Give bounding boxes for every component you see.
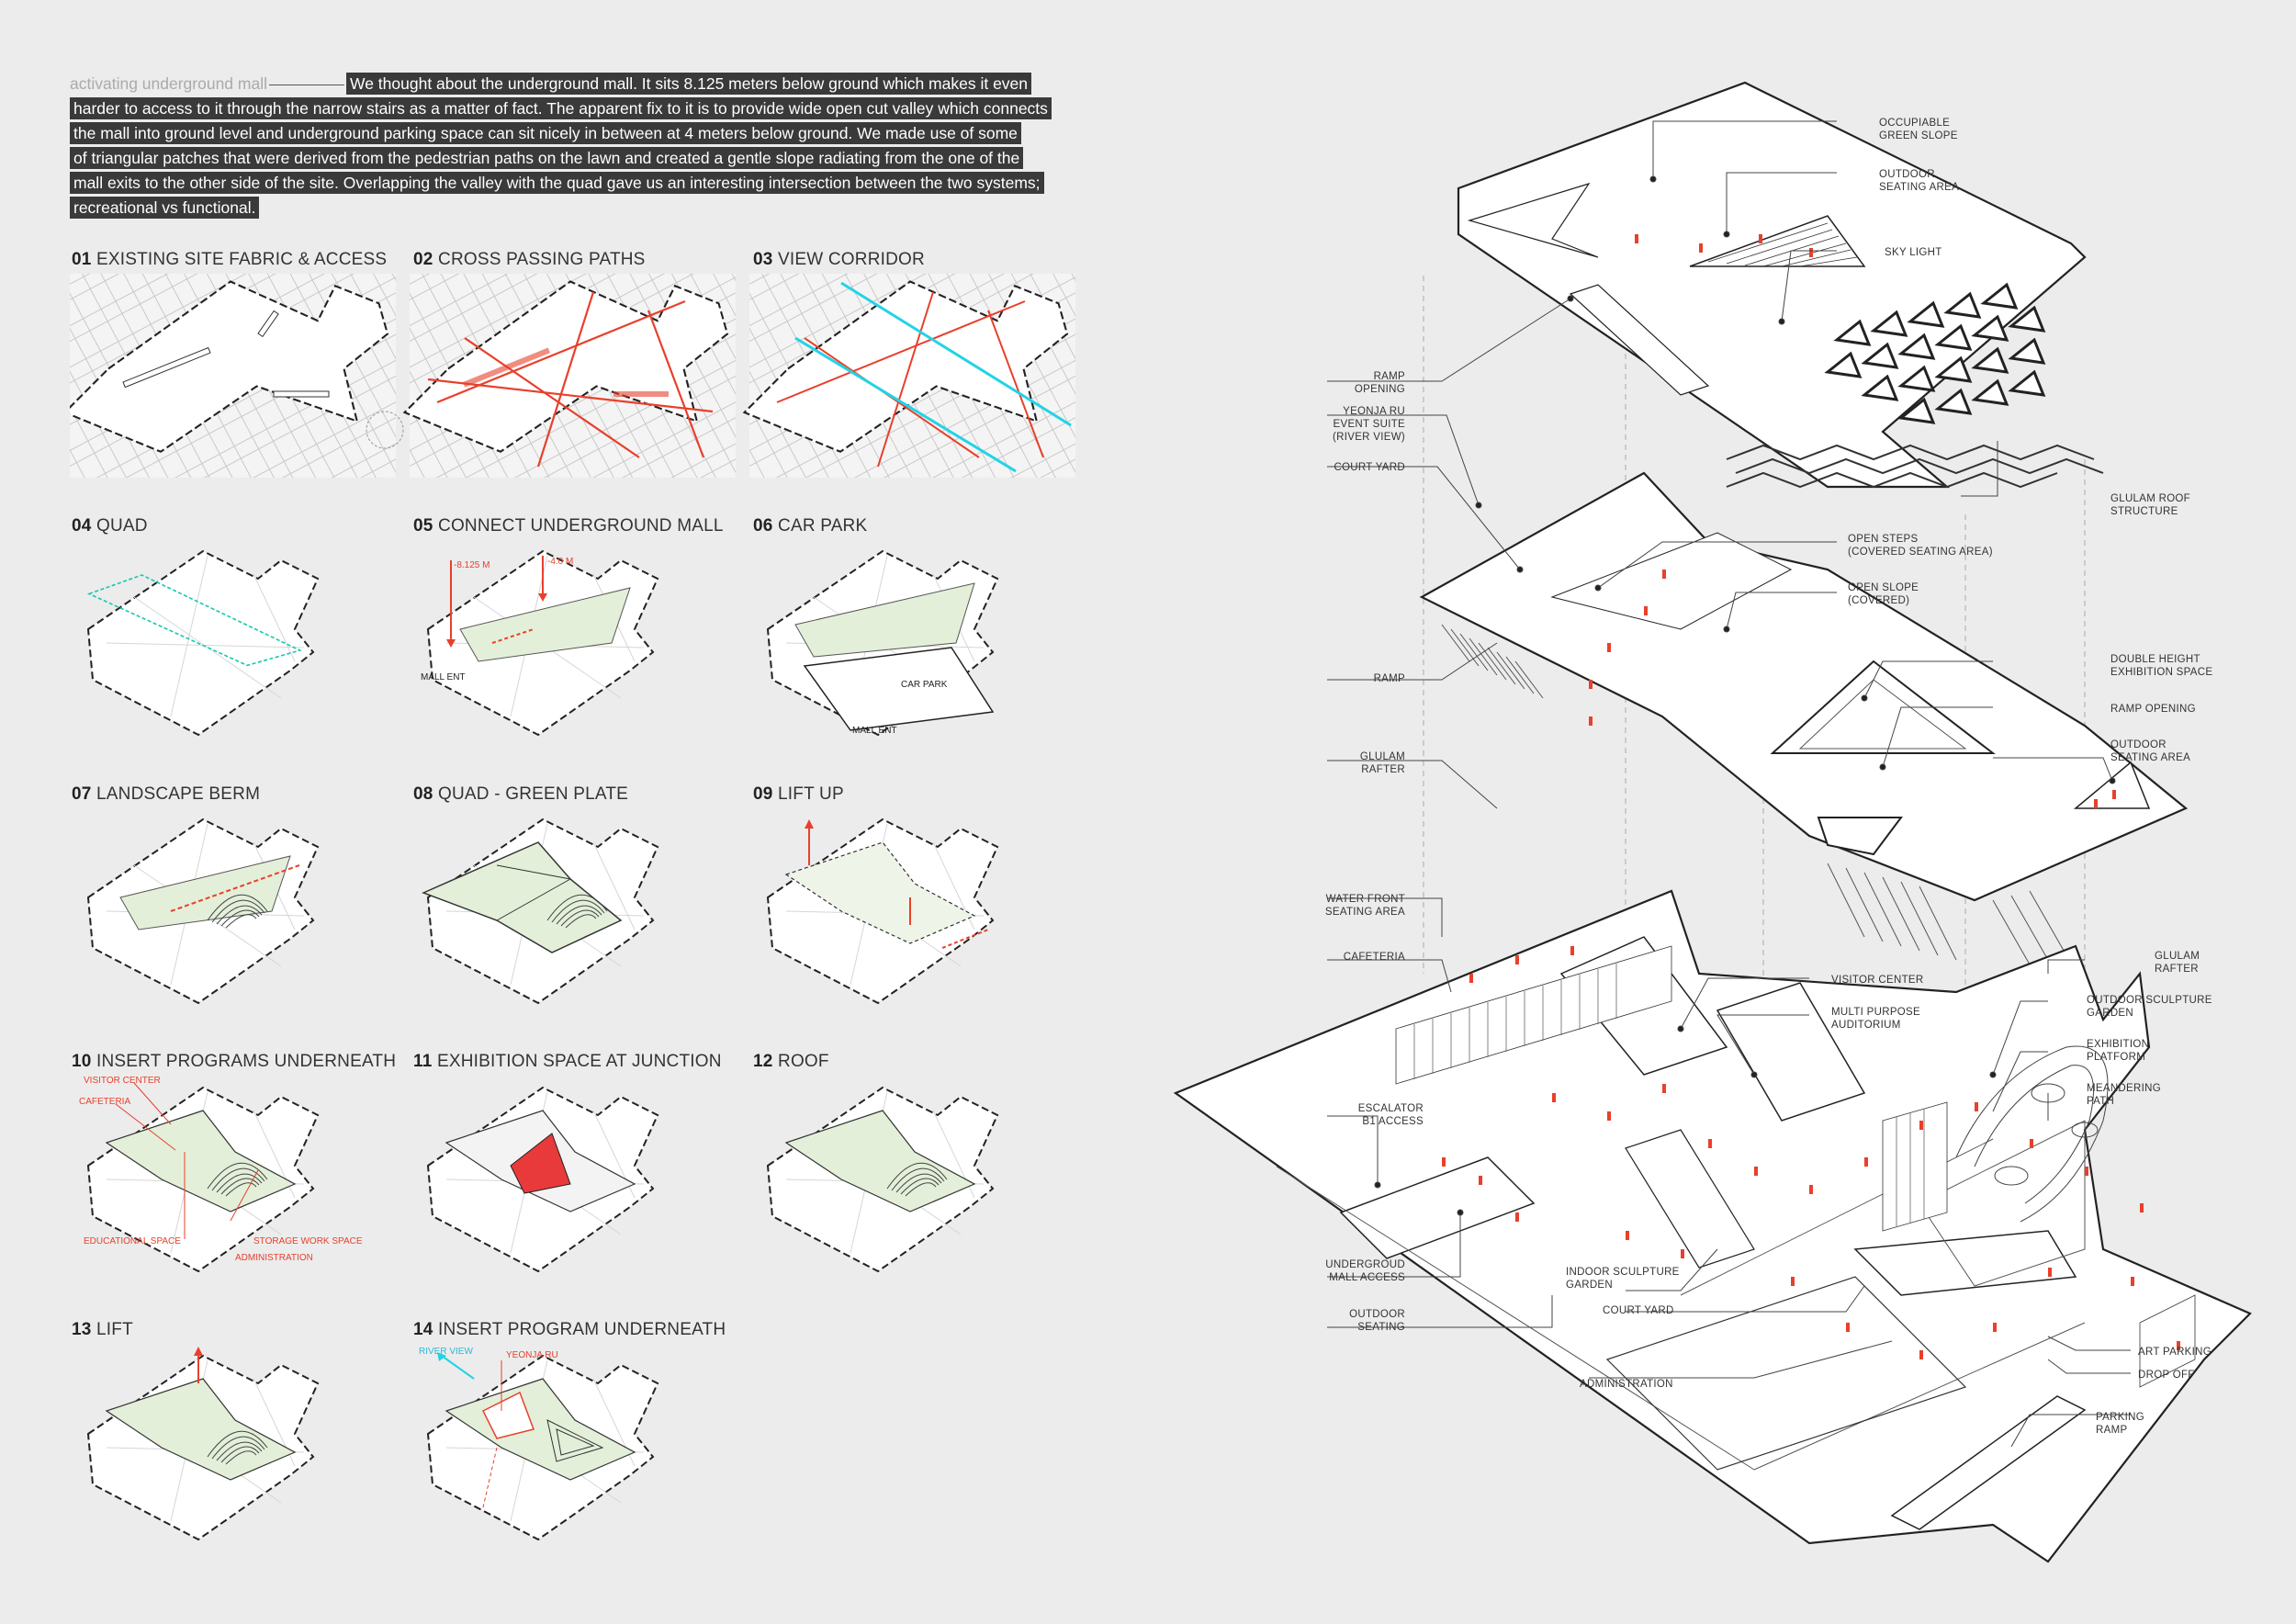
glulam-rafters xyxy=(1441,624,2067,965)
step-14-title: 14 INSERT PROGRAM UNDERNEATH xyxy=(413,1320,726,1339)
diagram-05: -8.125 M -4.0 M MALL ENT xyxy=(421,550,658,736)
callout-glulam-roof: GLULAM ROOF STRUCTURE xyxy=(2110,493,2191,517)
step-04-title: 04 QUAD xyxy=(72,516,148,536)
intro-line-1: We thought about the underground mall. I… xyxy=(346,73,1032,95)
step-07-title: 07 LANDSCAPE BERM xyxy=(72,784,261,804)
callout-visitor-center: VISITOR CENTER xyxy=(1831,975,1924,986)
callout-cafeteria: CAFETERIA xyxy=(1343,952,1405,963)
callout-parking-ramp: PARKING RAMP xyxy=(2096,1412,2145,1436)
s10-storage: STORAGE WORK SPACE xyxy=(253,1236,363,1246)
callout-administration: ADMINISTRATION xyxy=(1580,1379,1673,1390)
callout-open-steps: OPEN STEPS (COVERED SEATING AREA) xyxy=(1848,534,1993,558)
diagram-04 xyxy=(86,550,319,736)
diagram-08 xyxy=(422,818,658,1004)
diagram-02 xyxy=(403,274,736,478)
diagram-12 xyxy=(767,1087,998,1272)
leader-lines xyxy=(1327,120,2131,1448)
diagram-14: RIVER VIEW YEONJA RU xyxy=(419,1347,658,1540)
step-05-title: 05 CONNECT UNDERGROUND MALL xyxy=(413,516,724,536)
exploded-axonometric xyxy=(1173,81,2252,1563)
callout-multi-purpose: MULTI PURPOSE AUDITORIUM xyxy=(1831,1007,1920,1031)
step-10-title: 10 INSERT PROGRAMS UNDERNEATH xyxy=(72,1052,397,1071)
callout-underground-mall: UNDERGROUD MALL ACCESS xyxy=(1325,1259,1405,1283)
roof-layer xyxy=(1457,81,2104,489)
callout-glulam-rafter-left: GLULAM RAFTER xyxy=(1359,751,1405,775)
step-08-title: 08 QUAD - GREEN PLATE xyxy=(413,784,629,804)
callout-yeonja-ru: YEONJA RU EVENT SUITE (RIVER VIEW) xyxy=(1333,406,1405,443)
callout-outdoor-sculpture: OUTDOOR SCULPTURE GARDEN xyxy=(2087,995,2212,1019)
skylight-triangles xyxy=(1824,282,2046,424)
people-markers xyxy=(1442,234,2180,1359)
s10-cafeteria: CAFETERIA xyxy=(79,1097,130,1107)
s05-depth-2: -4.0 M xyxy=(547,557,573,567)
intro-line-4: of triangular patches that were derived … xyxy=(70,147,1024,169)
meandering-path xyxy=(1955,1045,2109,1223)
callout-open-slope: OPEN SLOPE (COVERED) xyxy=(1848,582,1919,606)
step-02-title: 02 CROSS PASSING PATHS xyxy=(413,250,646,269)
intro-line-5: mall exits to the other side of the site… xyxy=(70,172,1044,194)
s10-educational: EDUCATIONAL SPACE xyxy=(84,1236,181,1246)
callout-court-yard-top: COURT YARD xyxy=(1334,462,1405,473)
intro-text: activating underground mall We thought ab… xyxy=(70,72,1080,220)
step-01-title: 01 EXISTING SITE FABRIC & ACCESS xyxy=(72,250,388,269)
callout-outdoor-seating-top: OUTDOOR SEATING AREA xyxy=(1879,169,1960,193)
diagram-07 xyxy=(87,818,319,1004)
ground-layer xyxy=(1173,234,2252,1563)
step-12-title: 12 ROOF xyxy=(753,1052,829,1071)
callout-meandering-path: MEANDERING PATH xyxy=(2087,1083,2161,1107)
s14-yeonja: YEONJA RU xyxy=(506,1350,558,1360)
callout-sky-light: SKY LIGHT xyxy=(1885,247,1942,258)
s06-carpark: CAR PARK xyxy=(901,680,948,690)
s14-river: RIVER VIEW xyxy=(419,1347,473,1357)
diagram-03 xyxy=(743,274,1075,478)
callout-art-parking: ART PARKING xyxy=(2138,1347,2212,1358)
intro-line-2: harder to access to it through the narro… xyxy=(70,97,1052,119)
step-03-title: 03 VIEW CORRIDOR xyxy=(753,250,925,269)
diagram-01 xyxy=(70,274,404,478)
diagram-06: CAR PARK MALL ENT xyxy=(767,550,998,736)
diagram-09 xyxy=(767,818,998,1004)
callout-court-yard-bottom: COURT YARD xyxy=(1603,1305,1674,1316)
step-rows-2-5-diagrams: -8.125 M -4.0 M MALL ENT CAR PARK MALL E… xyxy=(79,550,998,1540)
step-06-title: 06 CAR PARK xyxy=(753,516,868,536)
callout-escalator: ESCALATOR B1 ACCESS xyxy=(1357,1103,1424,1127)
glulam-roof-lattice xyxy=(1726,444,2104,489)
callout-exhibition-platform: EXHIBITION PLATFORM xyxy=(2087,1039,2150,1063)
callout-outdoor-seating-mid: OUTDOOR SEATING AREA xyxy=(2110,739,2191,763)
s10-admin: ADMINISTRATION xyxy=(235,1253,313,1263)
building-walls xyxy=(1395,945,2196,1388)
callout-ramp-opening-mid: RAMP OPENING xyxy=(2110,704,2196,715)
diagram-11 xyxy=(427,1087,658,1272)
step-11-title: 11 EXHIBITION SPACE AT JUNCTION xyxy=(413,1052,722,1071)
callout-drop-off: DROP OFF xyxy=(2138,1370,2195,1381)
intro-line-6: recreational vs functional. xyxy=(70,197,260,219)
middle-layer xyxy=(1419,471,2189,965)
callout-ramp: RAMP xyxy=(1373,673,1405,684)
step-13-title: 13 LIFT xyxy=(72,1320,133,1339)
s05-mall-ent: MALL ENT xyxy=(421,672,466,682)
callout-glulam-rafter-right: GLULAM RAFTER xyxy=(2155,951,2200,975)
s05-depth-1: -8.125 M xyxy=(454,560,490,570)
callout-occupiable-green-slope: OCCUPIABLE GREEN SLOPE xyxy=(1879,118,1958,141)
callout-water-front: WATER FRONT SEATING AREA xyxy=(1324,894,1405,918)
s06-mall-ent: MALL ENT xyxy=(852,726,897,736)
diagram-10: VISITOR CENTER CAFETERIA EDUCATIONAL SPA… xyxy=(79,1076,363,1272)
s10-visitor: VISITOR CENTER xyxy=(84,1076,161,1086)
intro-lead: activating underground mall xyxy=(70,74,267,93)
step-row-1-diagrams xyxy=(70,274,1075,478)
callout-outdoor-seating-bottom: OUTDOOR SEATING xyxy=(1349,1309,1405,1333)
intro-line-3: the mall into ground level and undergrou… xyxy=(70,122,1021,144)
callout-double-height: DOUBLE HEIGHT EXHIBITION SPACE xyxy=(2110,654,2213,678)
step-09-title: 09 LIFT UP xyxy=(753,784,844,804)
callout-indoor-sculpture: INDOOR SCULPTURE GARDEN xyxy=(1566,1267,1680,1291)
diagram-13 xyxy=(87,1347,319,1540)
callout-ramp-opening-top: RAMP OPENING xyxy=(1354,371,1405,395)
